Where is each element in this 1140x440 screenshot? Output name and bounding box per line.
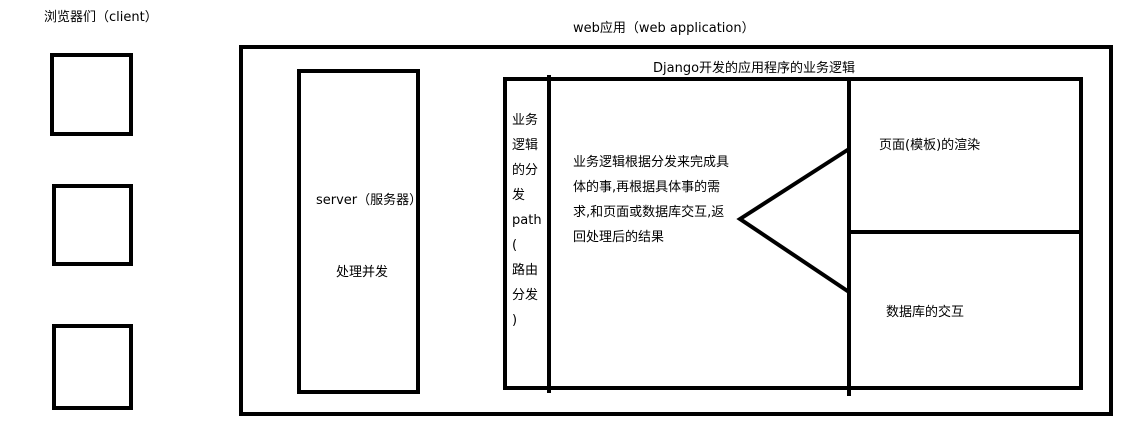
routing-line: 发 bbox=[512, 188, 526, 203]
routing-line: ) bbox=[512, 313, 518, 328]
branch-arrow bbox=[736, 147, 851, 294]
routing-line: 分发 bbox=[512, 288, 539, 303]
business-logic-line: 回处理后的结果 bbox=[573, 230, 665, 245]
routing-line: 路由 bbox=[512, 263, 539, 278]
client-box-1 bbox=[50, 53, 133, 136]
database-interaction-label: 数据库的交互 bbox=[886, 305, 965, 320]
client-box-3 bbox=[52, 324, 133, 410]
client-box-2 bbox=[52, 184, 133, 266]
routing-line: ( bbox=[512, 238, 518, 253]
business-logic-line: 体的事,再根据具体事的需 bbox=[573, 180, 721, 195]
web-app-title: web应用（web application） bbox=[573, 21, 755, 36]
server-label: server（服务器） bbox=[316, 193, 423, 208]
server-sub-label: 处理并发 bbox=[336, 265, 389, 280]
template-render-label: 页面(模板)的渲染 bbox=[879, 138, 981, 153]
business-logic-line: 业务逻辑根据分发来完成具 bbox=[573, 155, 730, 170]
django-title: Django开发的应用程序的业务逻辑 bbox=[653, 61, 856, 76]
routing-line: 逻辑 bbox=[512, 138, 539, 153]
server-box bbox=[297, 69, 420, 394]
routing-line: 的分 bbox=[512, 163, 539, 178]
business-logic-line: 求,和页面或数据库交互,返 bbox=[573, 205, 725, 220]
routing-line: 业务 bbox=[512, 113, 539, 128]
clients-title: 浏览器们（client） bbox=[44, 10, 158, 25]
web-app-box bbox=[239, 45, 1113, 416]
business-logic-text: 业务逻辑根据分发来完成具 体的事,再根据具体事的需 求,和页面或数据库交互,返 … bbox=[573, 150, 729, 250]
routing-column: 业务 逻辑 的分 发 path ( 路由 分发 ) bbox=[512, 108, 546, 333]
routing-line: path bbox=[512, 213, 542, 228]
